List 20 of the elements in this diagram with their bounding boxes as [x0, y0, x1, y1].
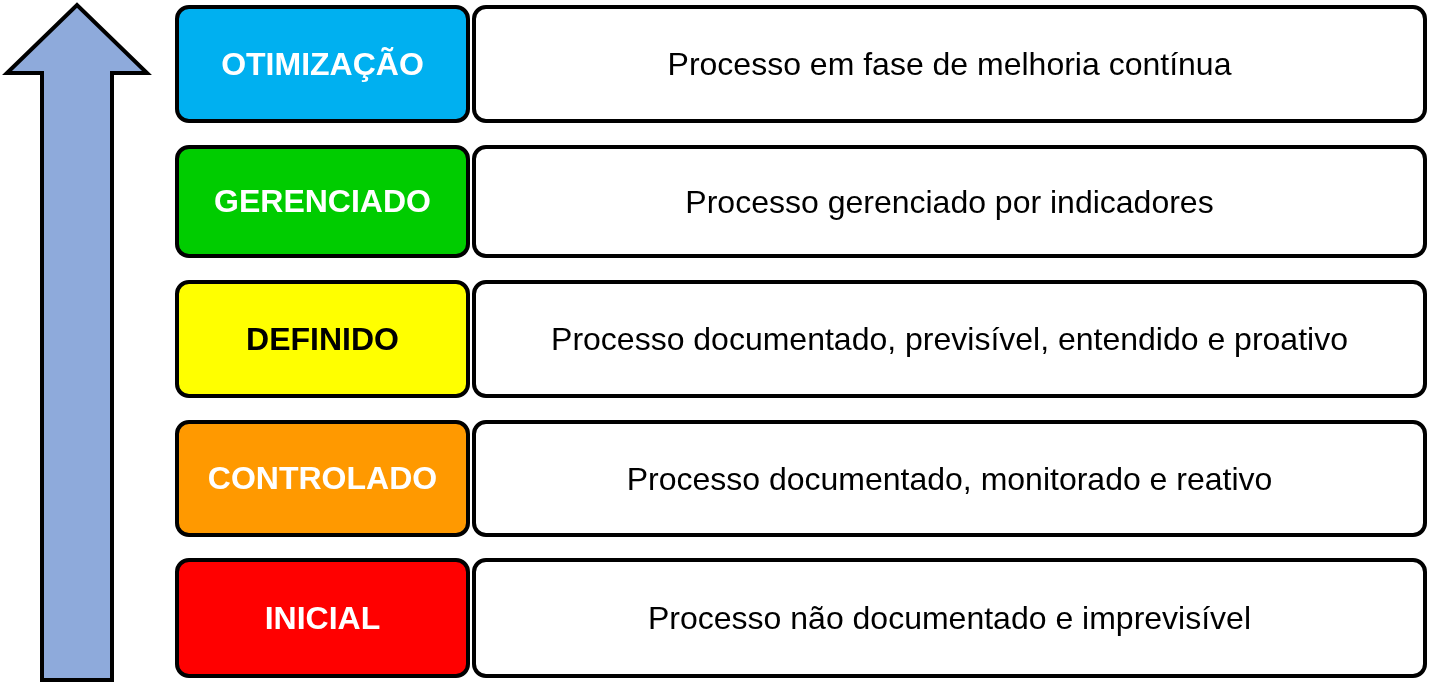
level-label: GERENCIADO [214, 183, 431, 220]
level-box [175, 5, 470, 123]
level-label: INICIAL [264, 599, 381, 637]
level-label: CONTROLADO [207, 460, 438, 497]
level-description: Processo não documentado e imprevisível [648, 599, 1251, 638]
description-box [472, 558, 1427, 678]
level-description: Processo em fase de melhoria contínua [667, 45, 1232, 84]
level-box [175, 420, 470, 537]
description-box [472, 280, 1427, 398]
level-box [175, 145, 470, 258]
level-description: Processo documentado, monitorado e reativo [626, 459, 1273, 499]
level-description: Processo documentado, previsível, entendido e proativo [551, 320, 1348, 359]
level-description: Processo gerenciado por indicadores [685, 182, 1214, 222]
level-label: OTIMIZAÇÃO [221, 45, 424, 83]
level-box [175, 280, 470, 398]
description-box [472, 145, 1427, 258]
level-box [175, 558, 470, 678]
description-box [472, 420, 1427, 537]
level-label: DEFINIDO [246, 320, 399, 358]
description-box [472, 5, 1427, 123]
